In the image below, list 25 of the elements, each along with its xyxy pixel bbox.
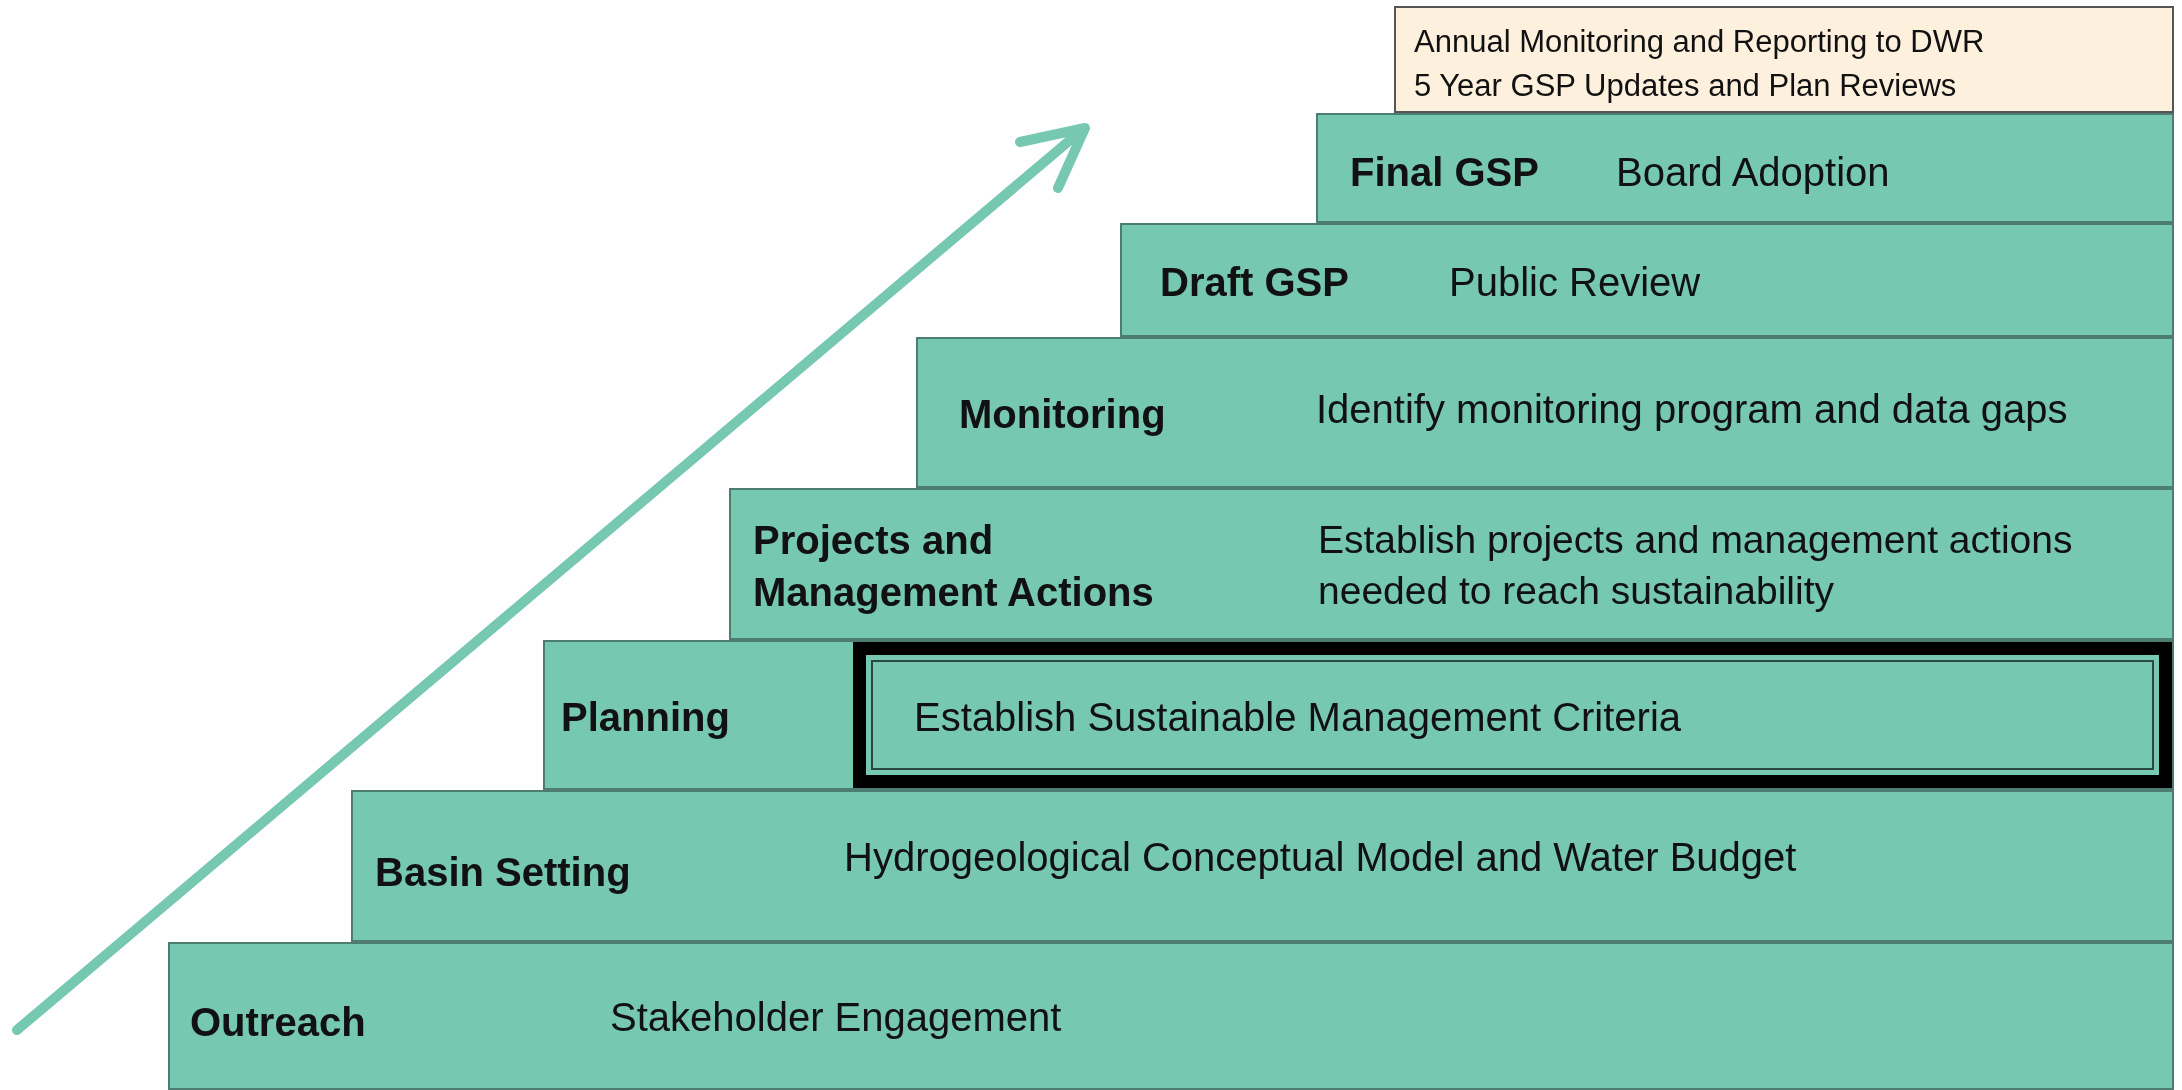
step-box bbox=[916, 337, 2174, 488]
step-box bbox=[351, 790, 2174, 942]
step-description: Establish projects and management actions needed to reach sustainability bbox=[1318, 517, 2074, 614]
step-description: Identify monitoring program and data gaps bbox=[1316, 386, 2068, 433]
step-heading: Annual Monitoring and Reporting to DWR bbox=[1414, 22, 1985, 61]
step-heading: Draft GSP bbox=[1160, 259, 1349, 306]
step-heading: Monitoring bbox=[959, 391, 1166, 438]
step-heading: Outreach bbox=[190, 999, 366, 1046]
step-box bbox=[1120, 223, 2174, 337]
highlighted-step-box bbox=[853, 642, 2172, 788]
step-heading: Final GSP bbox=[1350, 149, 1539, 196]
step-description: Board Adoption bbox=[1616, 149, 1890, 196]
note-box bbox=[1394, 6, 2174, 113]
step-description: Hydrogeological Conceptual Model and Water Budget bbox=[844, 834, 1797, 881]
note-text: 5 Year GSP Updates and Plan Reviews bbox=[1414, 66, 1957, 105]
step-description: Planning bbox=[561, 694, 730, 741]
step-description: Stakeholder Engagement bbox=[610, 994, 1062, 1041]
step-description: Public Review bbox=[1449, 259, 1701, 306]
step-box bbox=[1316, 113, 2174, 223]
step-description: Establish Sustainable Management Criteria bbox=[914, 694, 1682, 741]
step-box bbox=[729, 488, 2174, 640]
step-box bbox=[168, 942, 2174, 1090]
step-box bbox=[543, 640, 2174, 790]
step-heading: Projects and Management Actions bbox=[753, 517, 1155, 616]
step-heading: Basin Setting bbox=[375, 849, 631, 896]
